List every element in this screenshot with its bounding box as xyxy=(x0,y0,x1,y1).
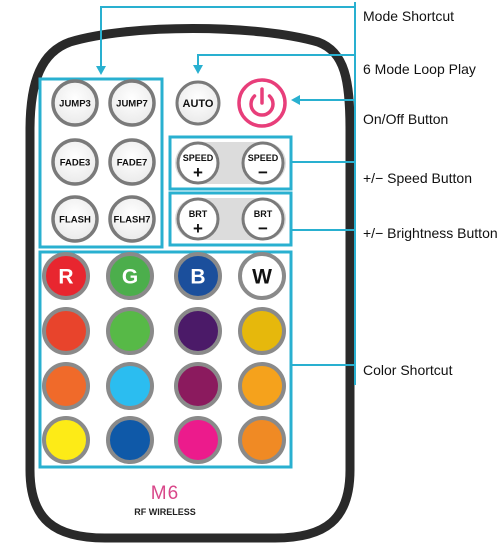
callout-speed: +/− Speed Button xyxy=(363,170,472,186)
mode-button-flash[interactable]: FLASH xyxy=(51,195,99,243)
color-button-b[interactable]: B xyxy=(174,252,222,300)
callout-mode-shortcut: Mode Shortcut xyxy=(363,8,454,24)
speed-control: SPEED + SPEED − xyxy=(175,141,286,185)
brightness-control: BRT + BRT − xyxy=(175,197,286,241)
color-button-r[interactable]: R xyxy=(42,252,90,300)
color-swatch-button[interactable] xyxy=(106,416,154,464)
model-subtitle: RF WIRELESS xyxy=(134,507,196,517)
brightness-minus-button[interactable]: BRT − xyxy=(241,197,285,241)
callout-on-off: On/Off Button xyxy=(363,111,448,127)
color-swatch-button[interactable] xyxy=(42,307,90,355)
model-name: M6 xyxy=(151,483,179,504)
color-swatch-button[interactable] xyxy=(42,416,90,464)
callout-brightness: +/− Brightness Button xyxy=(363,225,498,241)
color-button-w[interactable]: W xyxy=(238,252,286,300)
color-swatch-button[interactable] xyxy=(174,416,222,464)
color-swatch-button[interactable] xyxy=(238,416,286,464)
auto-button[interactable]: AUTO xyxy=(175,80,221,126)
color-swatch-button[interactable] xyxy=(174,362,222,410)
color-swatch-button[interactable] xyxy=(238,362,286,410)
mode-button-fade3[interactable]: FADE3 xyxy=(51,138,99,186)
mode-button-flash7[interactable]: FLASH7 xyxy=(108,195,156,243)
callout-color-shortcut: Color Shortcut xyxy=(363,362,453,378)
brightness-frame xyxy=(168,191,293,247)
color-swatch-button[interactable] xyxy=(106,362,154,410)
mode-button-fade7[interactable]: FADE7 xyxy=(108,138,156,186)
power-button[interactable] xyxy=(237,78,287,128)
callout-loop-play: 6 Mode Loop Play xyxy=(363,61,476,77)
brightness-plus-button[interactable]: BRT + xyxy=(176,197,220,241)
color-swatch-button[interactable] xyxy=(106,307,154,355)
speed-minus-button[interactable]: SPEED − xyxy=(241,141,285,185)
power-icon xyxy=(249,87,275,117)
speed-plus-button[interactable]: SPEED + xyxy=(176,141,220,185)
color-button-g[interactable]: G xyxy=(106,252,154,300)
color-swatch-button[interactable] xyxy=(174,307,222,355)
color-swatch-button[interactable] xyxy=(238,307,286,355)
mode-button-jump3[interactable]: JUMP3 xyxy=(51,79,99,127)
color-swatch-button[interactable] xyxy=(42,362,90,410)
color-shortcut-frame xyxy=(38,250,293,469)
mode-shortcut-frame xyxy=(38,77,164,249)
callout-lines xyxy=(96,2,356,385)
mode-button-jump7[interactable]: JUMP7 xyxy=(108,79,156,127)
